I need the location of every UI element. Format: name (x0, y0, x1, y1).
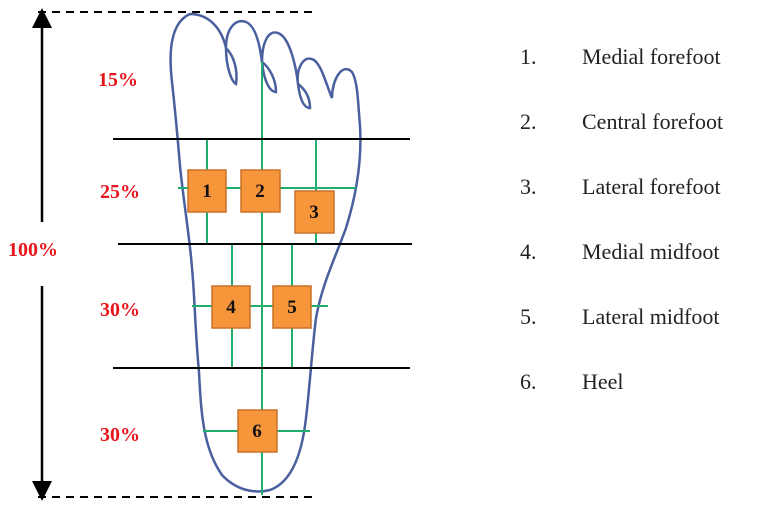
legend-label: Central forefoot (582, 109, 724, 134)
legend-item: 1. Medial forefoot (520, 44, 723, 109)
toe-gap-3 (296, 83, 312, 110)
legend-item: 2. Central forefoot (520, 109, 723, 174)
svg-text:3: 3 (309, 202, 319, 223)
svg-text:4: 4 (226, 297, 236, 318)
zone-box-3: 3 (294, 190, 335, 234)
legend-label: Lateral forefoot (582, 174, 721, 199)
legend-label: Heel (582, 369, 624, 394)
zone-box-1: 1 (187, 169, 227, 213)
legend-number: 5. (520, 304, 537, 329)
zone-box-6: 6 (237, 409, 278, 453)
svg-text:6: 6 (252, 421, 262, 442)
zone-box-2: 2 (240, 169, 281, 213)
zone-percent-forefoot: 25% (100, 181, 140, 203)
legend-item: 4. Medial midfoot (520, 239, 723, 304)
svg-text:1: 1 (202, 181, 212, 202)
zone-percent-midfoot: 30% (100, 299, 140, 321)
legend-number: 1. (520, 44, 537, 69)
toe-gap-1 (224, 47, 238, 86)
legend-label: Medial midfoot (582, 239, 720, 264)
zone-percent-heel: 30% (100, 424, 140, 446)
svg-text:2: 2 (255, 181, 265, 202)
toe-gap-2 (260, 61, 278, 94)
legend-label: Lateral midfoot (582, 304, 720, 329)
legend-item: 3. Lateral forefoot (520, 174, 723, 239)
svg-text:5: 5 (287, 297, 297, 318)
legend-number: 6. (520, 369, 537, 394)
total-length-label: 100% (8, 239, 58, 261)
zone-box-4: 4 (211, 285, 251, 329)
zone-percent-toes: 15% (98, 69, 138, 91)
legend-item: 5. Lateral midfoot (520, 304, 723, 369)
legend-number: 2. (520, 109, 537, 134)
legend-label: Medial forefoot (582, 44, 721, 69)
legend-number: 4. (520, 239, 537, 264)
legend-number: 3. (520, 174, 537, 199)
legend-item: 6. Heel (520, 369, 723, 434)
zone-box-5: 5 (272, 285, 312, 329)
zone-legend: 1. Medial forefoot 2. Central forefoot 3. L… (520, 44, 723, 434)
